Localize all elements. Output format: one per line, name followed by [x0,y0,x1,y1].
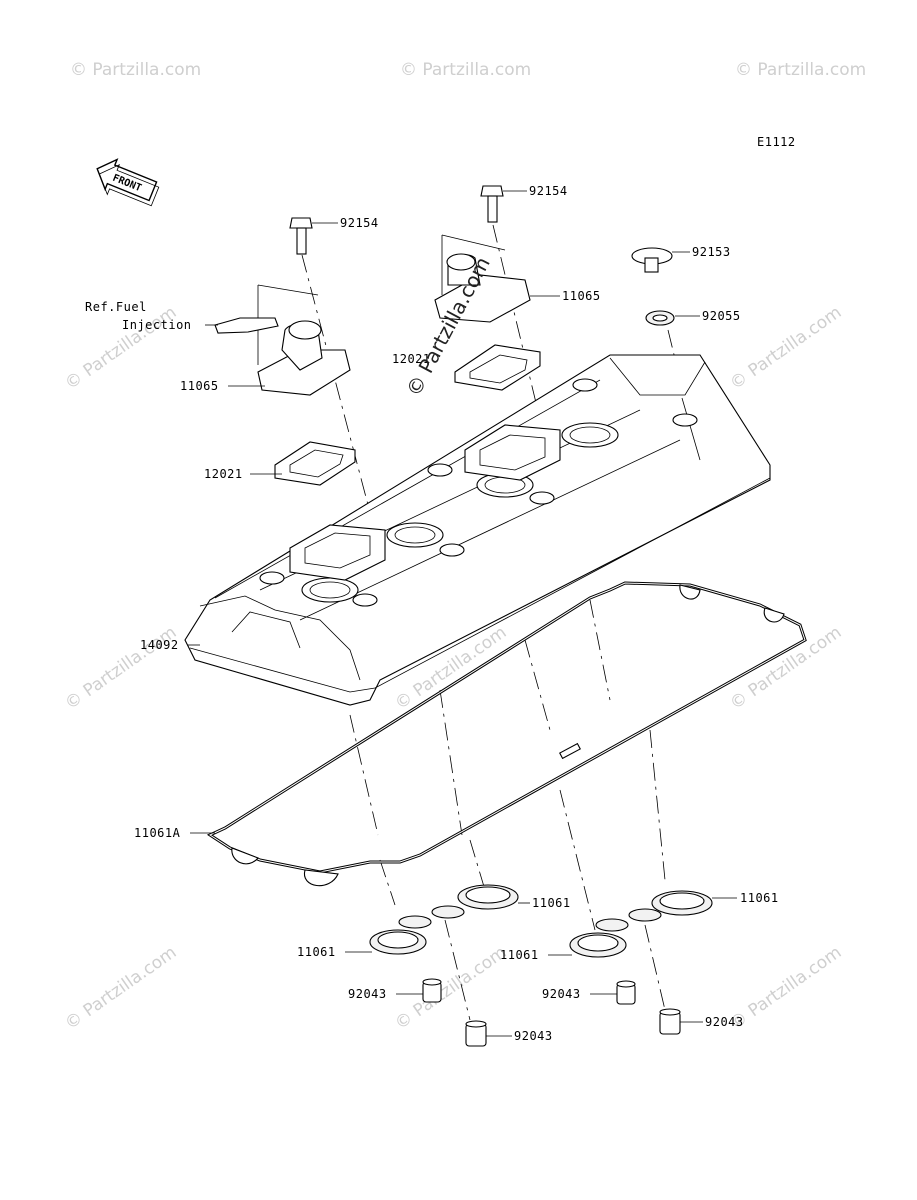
breather-gasket-right [454,344,541,391]
dowel-pins [422,978,681,1047]
callouts: 92154 92154 92153 11065 92055 11065 1202… [85,184,779,1043]
bolt-right [480,185,504,223]
callout-92055: 92055 [702,309,741,323]
ref-note-line1: Ref.Fuel [85,300,147,314]
bolt-92153 [631,247,673,273]
watermark: © Partzilla.com [726,942,845,1034]
front-arrow-icon: FRONT [96,158,160,207]
ref-note-line2: Injection [122,318,192,332]
watermark: © Partzilla.com [61,942,180,1034]
watermark: © Partzilla.com [400,60,531,80]
breather-gasket-left [274,441,356,486]
callout-92043-a: 92043 [348,987,387,1001]
callout-14092: 14092 [140,638,179,652]
watermark: © Partzilla.com [61,622,180,714]
callout-92154-right: 92154 [529,184,568,198]
callout-11065-right: 11065 [562,289,601,303]
head-cover-gasket [206,581,807,887]
watermark: © Partzilla.com [70,60,201,80]
callout-92154-left: 92154 [340,216,379,230]
watermark: © Partzilla.com [61,302,180,394]
callout-92043-c: 92043 [542,987,581,1001]
watermark: © Partzilla.com [726,302,845,394]
callout-92043-b: 92043 [514,1029,553,1043]
callout-12021-left: 12021 [204,467,243,481]
callout-92043-d: 92043 [705,1015,744,1029]
breather-cover-right [434,253,531,323]
watermark: © Partzilla.com [726,622,845,714]
diagram-code: E1112 [757,135,796,149]
watermark: © Partzilla.com [735,60,866,80]
cylinder-head-cover [184,354,771,706]
washer-92055 [645,310,675,326]
leader-lines [188,190,737,1037]
plug-seals [369,884,713,958]
watermark: © Partzilla.com [391,942,510,1034]
callout-92153: 92153 [692,245,731,259]
breather-cover-left [257,320,351,396]
fuel-injection-bracket [214,317,279,334]
callout-12021-right: 12021 [392,352,431,366]
callout-11061-d: 11061 [740,891,779,905]
callout-11061-a: 11061 [532,896,571,910]
callout-11061A: 11061A [134,826,181,840]
callout-11061-b: 11061 [297,945,336,959]
callout-11061-c: 11061 [500,948,539,962]
bolt-left [289,217,313,255]
callout-11065-left: 11065 [180,379,219,393]
